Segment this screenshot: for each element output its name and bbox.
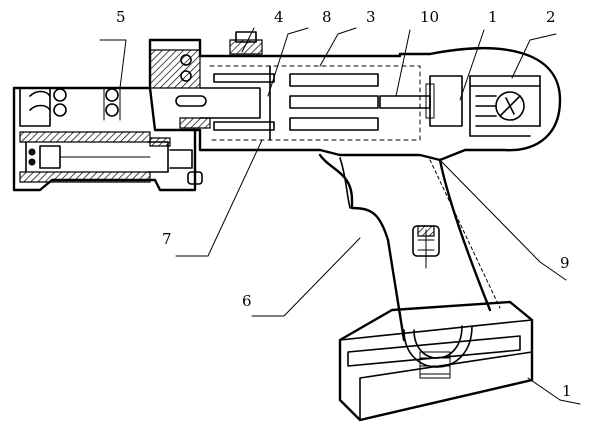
crimping-head — [12, 86, 203, 192]
label-1-bottom: 1 — [562, 382, 572, 400]
label-7: 7 — [162, 230, 172, 248]
label-5: 5 — [116, 8, 126, 26]
battery-pack — [338, 300, 534, 422]
label-4: 4 — [274, 8, 284, 26]
label-8: 8 — [322, 8, 332, 26]
callout-labels: 5 4 8 3 10 1 2 7 6 9 1 — [116, 8, 572, 400]
label-6: 6 — [242, 292, 252, 310]
drive-shaft — [379, 95, 431, 109]
housing — [148, 31, 562, 162]
pistol-grip — [318, 153, 501, 342]
leader-lines — [99, 27, 581, 405]
label-10: 10 — [420, 8, 439, 26]
trigger — [412, 225, 440, 269]
label-3: 3 — [366, 8, 376, 26]
motor — [213, 65, 379, 141]
label-2: 2 — [546, 8, 556, 26]
cooling-fan — [425, 75, 541, 137]
label-1-top: 1 — [488, 8, 498, 26]
label-9: 9 — [560, 254, 570, 272]
